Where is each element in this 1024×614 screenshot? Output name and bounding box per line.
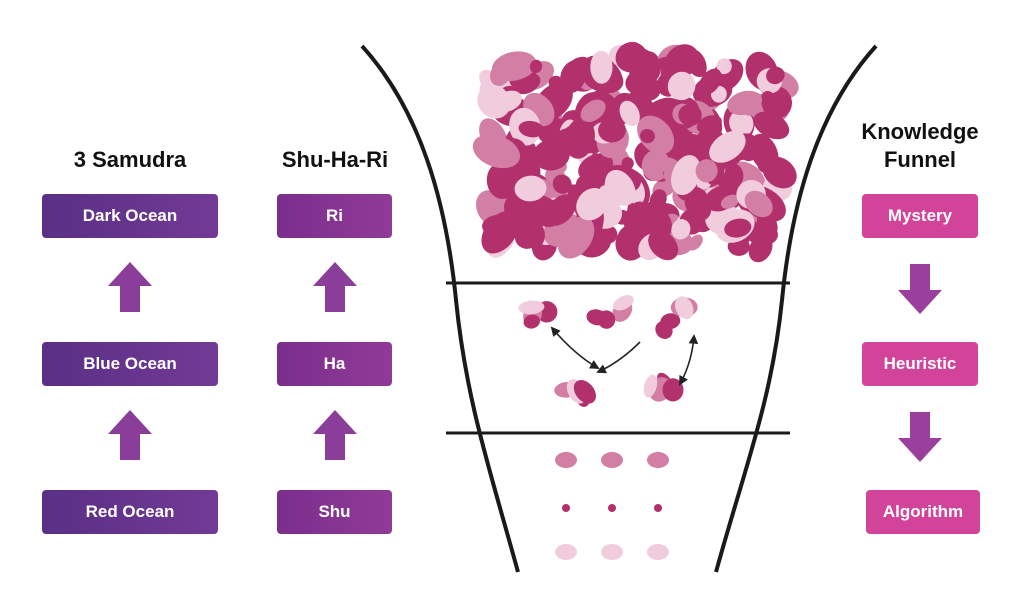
blob — [597, 310, 616, 329]
blob — [555, 452, 577, 468]
blob — [556, 128, 581, 145]
mystery-blob-cloud — [472, 41, 799, 263]
blob — [557, 216, 595, 259]
dark-ocean-box: Dark Ocean — [42, 194, 218, 238]
blob — [619, 100, 640, 127]
blob — [673, 133, 711, 165]
blob — [555, 544, 577, 560]
blob — [580, 99, 606, 122]
blob — [514, 175, 547, 202]
funnel-down-arrow-icon — [898, 264, 942, 314]
blob — [648, 230, 679, 261]
blob — [576, 187, 608, 221]
shu-box: Shu — [277, 490, 392, 534]
blob — [684, 186, 712, 221]
blob — [518, 120, 545, 138]
funnel-down-arrow-icon — [898, 412, 942, 462]
blob — [532, 139, 570, 171]
blob — [472, 134, 521, 169]
blob — [761, 90, 778, 110]
blob — [649, 189, 667, 211]
blob — [748, 234, 773, 263]
blob — [573, 380, 596, 404]
algorithm-blob-grid — [555, 452, 669, 560]
heuristic-arrows — [550, 326, 699, 386]
shuhari-up-arrow-icon — [313, 262, 357, 312]
blob — [674, 296, 694, 320]
blob — [601, 544, 623, 560]
blob — [494, 90, 522, 112]
blob — [729, 110, 754, 137]
blob — [744, 190, 773, 218]
ha-box: Ha — [277, 342, 392, 386]
blob — [766, 66, 785, 85]
blob — [647, 544, 669, 560]
blob — [695, 159, 718, 183]
blob — [637, 115, 675, 155]
blob — [687, 234, 703, 251]
samudra-up-arrow-icon — [108, 262, 152, 312]
blob — [660, 66, 674, 83]
blob — [696, 115, 722, 134]
funnel-left-wall — [360, 44, 520, 573]
funnel-right-wall — [714, 44, 878, 573]
blob — [529, 59, 543, 74]
heuristic-blob-groups — [518, 295, 698, 407]
blob — [727, 90, 763, 116]
blob — [667, 71, 696, 101]
blue-ocean-box: Blue Ocean — [42, 342, 218, 386]
samudra-up-arrow-icon — [108, 410, 152, 460]
blob — [671, 219, 691, 240]
blob — [640, 129, 655, 144]
blob — [753, 111, 790, 140]
blob — [489, 63, 511, 86]
blob — [548, 75, 563, 90]
blob — [662, 378, 684, 402]
blob — [518, 300, 545, 315]
knowledge-funnel-title: Knowledge Funnel — [840, 118, 1000, 174]
blob — [685, 48, 707, 78]
knowledge-funnel-title-line2: Funnel — [883, 147, 957, 172]
blob — [601, 452, 623, 468]
shuhari-title: Shu-Ha-Ri — [281, 147, 389, 172]
ri-box: Ri — [277, 194, 392, 238]
blob — [598, 117, 626, 143]
blob — [647, 452, 669, 468]
blob — [519, 218, 545, 249]
blob — [562, 504, 570, 512]
blob — [720, 194, 740, 209]
blob — [523, 314, 541, 329]
blob — [654, 504, 662, 512]
blob — [482, 214, 517, 237]
blob — [552, 174, 572, 194]
algorithm-box: Algorithm — [866, 490, 980, 534]
blob — [678, 104, 702, 126]
red-ocean-box: Red Ocean — [42, 490, 218, 534]
blob — [608, 504, 616, 512]
shuhari-up-arrow-icon — [313, 410, 357, 460]
blob — [643, 374, 658, 398]
blob — [629, 55, 661, 87]
blob — [605, 169, 636, 206]
knowledge-funnel-title-line1: Knowledge — [861, 119, 979, 144]
blob — [724, 218, 752, 238]
blob — [709, 131, 746, 163]
blob — [590, 50, 613, 84]
blob — [716, 58, 732, 75]
heuristic-box: Heuristic — [862, 342, 978, 386]
blob — [671, 155, 701, 196]
blob — [698, 68, 722, 95]
blob — [655, 321, 673, 339]
samudra-title: 3 Samudra — [73, 147, 187, 172]
blob — [623, 201, 649, 235]
mystery-box: Mystery — [862, 194, 978, 238]
blob — [613, 295, 634, 311]
